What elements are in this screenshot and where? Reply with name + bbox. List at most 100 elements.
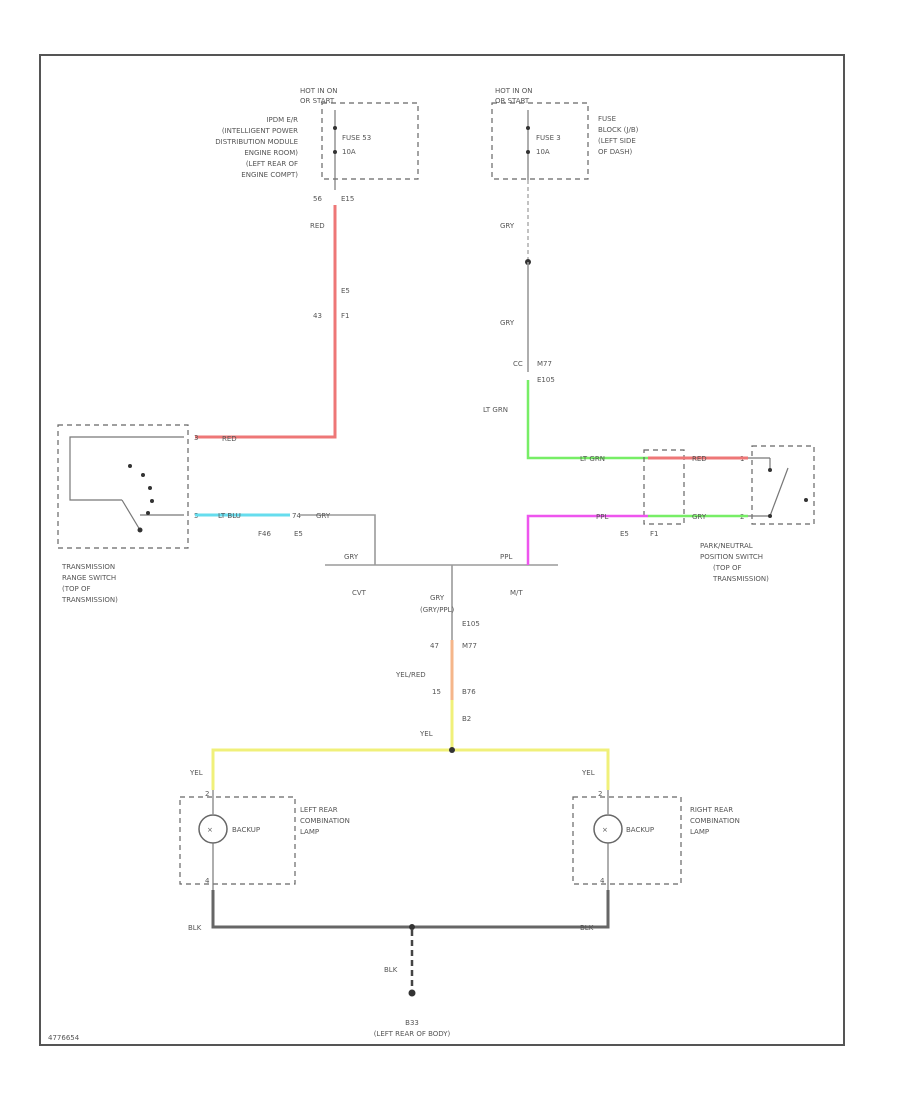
jb-title-3: OF DASH) (598, 148, 633, 156)
trs-e5: E5 (294, 530, 303, 538)
trs-wire-top: RED (222, 435, 237, 443)
ground-wire: BLK (384, 966, 398, 974)
wire-yel-left (211, 748, 452, 790)
wire-blk-left (211, 890, 412, 929)
wire-ppl (526, 514, 648, 555)
ipdm-wire-label: RED (310, 222, 325, 230)
right-lamp-wire-bot: BLK (580, 924, 594, 932)
jc-right-wire: GRY (500, 319, 515, 327)
ground-name: B33 (405, 1019, 419, 1027)
pnp-f1: F1 (650, 530, 658, 538)
trs-switch-arm (121, 499, 141, 531)
trs-conn-pin: 74 (292, 512, 301, 520)
join-wire4: YEL (419, 730, 433, 738)
ipdm-title-4: (LEFT REAR OF (246, 160, 298, 168)
trs-contact-5 (146, 511, 150, 515)
jc-right-wire2: LT GRN (483, 406, 508, 414)
left-lamp-bulb (198, 814, 228, 844)
right-lamp-name-2: LAMP (690, 828, 709, 836)
left-lamp-pin-bot: 4 (205, 877, 210, 885)
ipdm-pin: 56 (313, 195, 322, 203)
ground-point (408, 989, 416, 997)
ground-location: (LEFT REAR OF BODY) (374, 1030, 451, 1038)
ipdm-hot-label: HOT IN ON (300, 87, 338, 95)
right-lamp-name-0: RIGHT REAR (690, 806, 733, 814)
pnp-contact-3 (804, 498, 808, 502)
pnp-wire-bot: PPL (596, 513, 608, 521)
splice-dot-blk (409, 924, 415, 930)
trs-box (57, 424, 189, 549)
right-lamp-pin-top: 2 (598, 790, 602, 798)
pnp-box (751, 445, 815, 525)
trs-name-2: (TOP OF (62, 585, 91, 593)
wire-gry-trs (300, 514, 376, 555)
right-lamp-pin-bot: 4 (600, 877, 605, 885)
right-lamp-bulb (593, 814, 623, 844)
trs-wire-bot: LT BLU (218, 512, 241, 520)
ipdm-conn: E15 (341, 195, 354, 203)
ipdm-title-1: (INTELLIGENT POWER (222, 127, 298, 135)
trs-contact-3 (148, 486, 152, 490)
join-pin3: B2 (462, 715, 471, 723)
trs-f46: F46 (258, 530, 271, 538)
jc-left-pin: 43 (313, 312, 322, 320)
join-left-wire: GRY (344, 553, 359, 561)
jc-right-pin: CC (513, 360, 523, 368)
ipdm-fuse-box (321, 102, 419, 180)
jb-hot-label: HOT IN ON (495, 87, 533, 95)
pnp-name-1: POSITION SWITCH (700, 553, 763, 561)
jc-left-conn: E5 (341, 287, 350, 295)
jc-left-conn2: F1 (341, 312, 349, 320)
splice-dot-yel (449, 747, 455, 753)
trs-name-0: TRANSMISSION (61, 563, 115, 571)
ipdm-title-0: IPDM E/R (266, 116, 298, 124)
join-pin2: 15 (432, 688, 441, 696)
join-wire3: YEL/RED (395, 671, 426, 679)
left-lamp-name-0: LEFT REAR (300, 806, 338, 814)
join-right-wire: PPL (500, 553, 512, 561)
right-lamp-wire: YEL (581, 769, 595, 777)
join-conn2: M77 (462, 642, 477, 650)
pnp-contact-1 (768, 468, 772, 472)
trs-pin-top: 3 (194, 434, 198, 442)
left-lamp-name-1: COMBINATION (300, 817, 350, 825)
left-lamp-wire: YEL (189, 769, 203, 777)
jc-right-conn2: E105 (537, 376, 555, 384)
pnp-connector-box (643, 449, 685, 525)
join-center-wire2: (GRY/PPL) (420, 606, 455, 614)
jb-title-2: (LEFT SIDE (598, 137, 636, 145)
ipdm-title-5: ENGINE COMPT) (241, 171, 298, 179)
wire-yel-right (452, 748, 610, 790)
left-lamp-name-2: LAMP (300, 828, 319, 836)
pnp-wire-bot2: GRY (692, 513, 707, 521)
trs-internal-wire (69, 436, 184, 501)
pnp-contact-2 (768, 514, 772, 518)
trs-contact-1 (128, 464, 132, 468)
join-cvt: CVT (352, 589, 367, 597)
jb-fuse-label: FUSE 3 (536, 134, 561, 142)
jb-fuse-box (491, 102, 589, 180)
footer-id: 4776654 (48, 1034, 80, 1042)
join-center-wire: GRY (430, 594, 445, 602)
ipdm-fuse-amp: 10A (342, 148, 356, 156)
jc-right-conn: M77 (537, 360, 552, 368)
wire-ltgrn (526, 380, 648, 460)
ipdm-fuse-dot-2 (333, 150, 337, 154)
pnp-name-3: TRANSMISSION) (712, 575, 769, 583)
pnp-wire-top2: RED (692, 455, 707, 463)
left-lamp-pin-top: 2 (205, 790, 209, 798)
diagram-frame (39, 54, 845, 1046)
ipdm-hot-label-2: OR START (300, 97, 335, 105)
wire-red (195, 205, 337, 439)
ipdm-title-2: DISTRIBUTION MODULE (215, 138, 298, 146)
right-lamp-bulb-glyph: × (602, 826, 608, 834)
ipdm-fuse-dot (333, 126, 337, 130)
join-conn: E105 (462, 620, 480, 628)
trs-name-1: RANGE SWITCH (62, 574, 116, 582)
join-pin: 47 (430, 642, 439, 650)
pnp-wire-top: LT GRN (580, 455, 605, 463)
wire-blk-right (412, 890, 610, 929)
jb-fuse-amp: 10A (536, 148, 550, 156)
jb-hot-label-2: OR START (495, 97, 530, 105)
